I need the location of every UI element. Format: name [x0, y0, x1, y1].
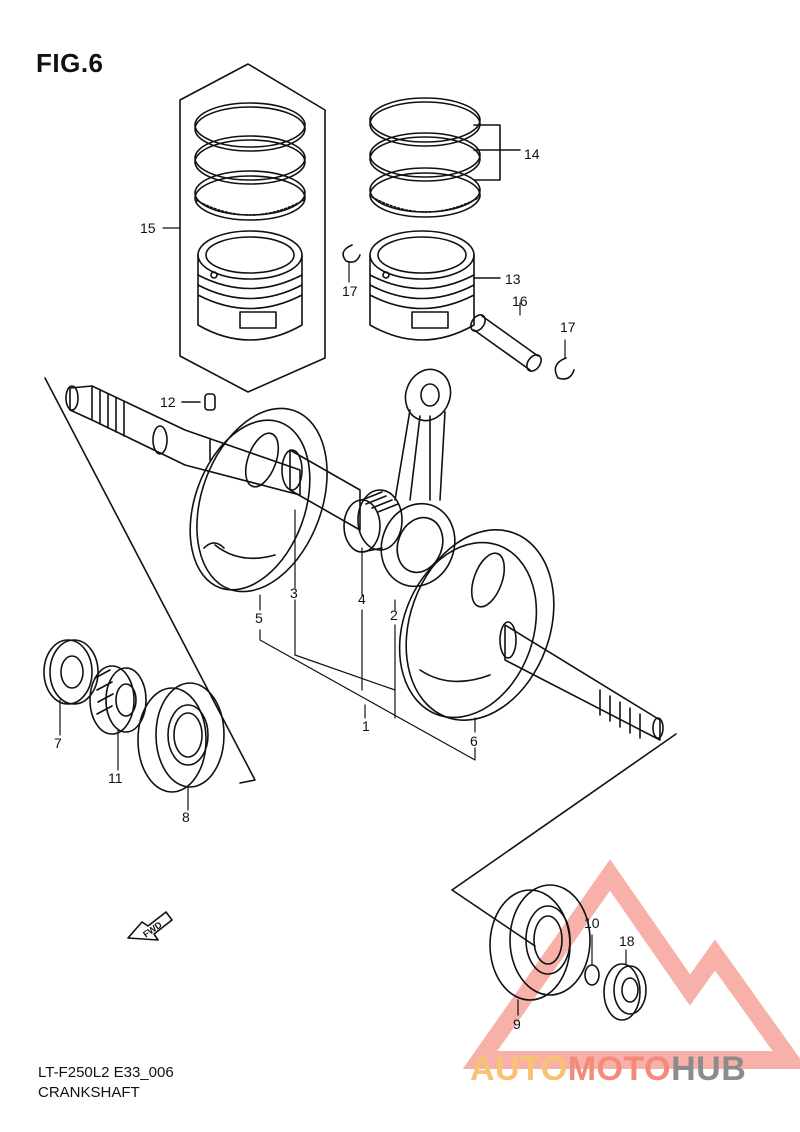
logo-part-hub: HUB [671, 1050, 747, 1088]
watermark-logo: AUTOMOTOHUB [470, 1050, 746, 1089]
piston-set-box [179, 63, 326, 393]
piston-13 [369, 230, 501, 341]
callout-2: 2 [390, 607, 398, 623]
bearing-8 [137, 682, 225, 793]
callout-4: 4 [358, 591, 366, 607]
callout-5: 5 [255, 610, 263, 626]
callout-6: 6 [470, 733, 478, 749]
oil-seal-18 [603, 963, 647, 1021]
crankshaft-right-shaft [499, 621, 664, 741]
callout-16: 16 [512, 293, 528, 309]
piston-pin-16 [470, 314, 542, 372]
callout-leaders [59, 227, 627, 1016]
gear-11 [89, 665, 147, 735]
bearing-9 [489, 884, 591, 1001]
flywheel-right-6 [398, 529, 555, 721]
callout-numbers: 15 14 13 17 16 17 12 3 4 5 2 1 6 7 11 8 … [54, 146, 635, 1032]
callout-10: 10 [584, 915, 600, 931]
crank-pin-3 [281, 449, 361, 531]
washer-10 [584, 964, 600, 986]
figure-name: CRANKSHAFT [38, 1084, 140, 1101]
dowel-pin-12 [181, 393, 216, 411]
callout-15: 15 [140, 220, 156, 236]
callout-7: 7 [54, 735, 62, 751]
bearing-7 [43, 639, 99, 705]
callout-1: 1 [362, 718, 370, 734]
fwd-label: FWD [141, 919, 164, 939]
piston-set-15 [197, 230, 303, 341]
assembly-boundary-right [451, 733, 677, 947]
flywheel-left-5 [189, 407, 328, 593]
piston-rings-14 [369, 97, 521, 218]
logo-part-moto: MOTO [567, 1050, 672, 1088]
callout-8: 8 [182, 809, 190, 825]
model-code: LT-F250L2 E33_006 [38, 1064, 174, 1081]
callout-3: 3 [290, 585, 298, 601]
assembly-boundary-left [44, 377, 256, 784]
callout-11: 11 [108, 770, 123, 786]
callout-18: 18 [619, 933, 635, 949]
callout-17-left: 17 [342, 283, 358, 299]
connecting-rod-2 [380, 368, 456, 588]
figure-title: FIG.6 [36, 48, 104, 78]
circlip-17-left [342, 244, 361, 263]
watermark-triangle [462, 859, 800, 1069]
circlip-17-right [554, 357, 575, 380]
callout-13: 13 [505, 271, 521, 287]
piston-rings-set-15 [194, 102, 306, 221]
logo-part-auto: AUTO [470, 1050, 568, 1088]
callout-14: 14 [524, 146, 540, 162]
fwd-arrow-icon [127, 911, 173, 941]
needle-bearing-4 [343, 489, 403, 553]
callout-12: 12 [160, 394, 176, 410]
callout-9: 9 [513, 1016, 521, 1032]
callout-17-right: 17 [560, 319, 576, 335]
